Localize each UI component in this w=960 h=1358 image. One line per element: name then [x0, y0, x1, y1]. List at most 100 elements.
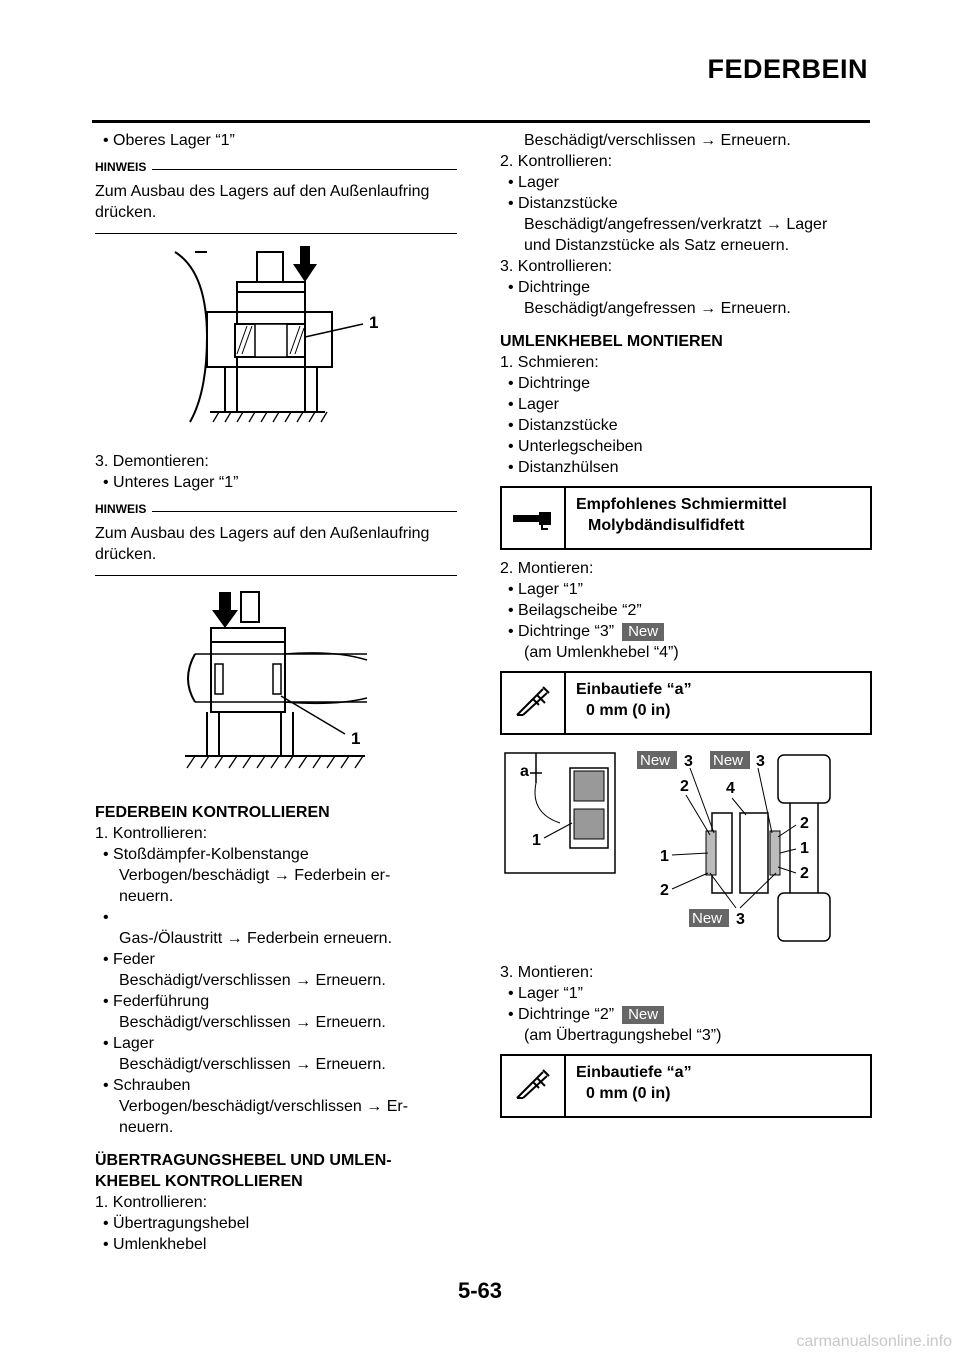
figure-callout: 3 [684, 753, 693, 770]
list-item: • Dichtringe [508, 279, 591, 296]
note-heading: HINWEIS [95, 157, 457, 178]
note-end-rule [95, 575, 457, 576]
right-column: Beschädigt/verschlissen → Erneuern. 2. K… [500, 130, 872, 1126]
new-part-badge: New [692, 910, 722, 927]
figure-callout: 1 [800, 840, 809, 857]
step-heading: 2. Kontrollieren: [500, 153, 613, 170]
header-rule [92, 120, 870, 123]
note-text: drücken. [95, 204, 157, 221]
note-rule [152, 511, 457, 512]
step-heading: 1. Kontrollieren: [95, 825, 208, 842]
bearing-removal-figure-1: 1 [95, 242, 457, 443]
figure-callout: 1 [351, 729, 360, 748]
list-item: • Federführung [103, 993, 210, 1010]
list-item: • Lager [508, 396, 559, 413]
list-item: • Unterlegscheiben [508, 438, 643, 455]
list-item-text: • Dichtringe “2” [508, 1006, 615, 1023]
new-part-badge: New [640, 752, 670, 769]
figure-label-a: a [520, 763, 529, 780]
depth-spec-box-2: Einbautiefe “a” 0 mm (0 in) [500, 1054, 872, 1118]
list-item: • Übertragungshebel [103, 1215, 250, 1232]
list-detail: Beschädigt/verschlissen → Erneuern. [524, 132, 791, 149]
figure-callout: 2 [680, 778, 689, 795]
note-label: HINWEIS [95, 502, 147, 516]
figure-callout: 1 [532, 832, 541, 849]
list-item: • Lager “1” [508, 581, 583, 598]
spec-value: 0 mm (0 in) [586, 1085, 671, 1102]
list-item: • Oberes Lager “1” [103, 132, 235, 149]
figure-callout: 1 [369, 313, 378, 332]
list-item-text: • Dichtringe “3” [508, 623, 615, 640]
note-rule [152, 169, 457, 170]
spec-value: 0 mm (0 in) [586, 702, 671, 719]
step-heading: 1. Schmieren: [500, 354, 599, 371]
page-number: 5-63 [457, 1278, 503, 1303]
grease-gun-icon [502, 488, 566, 548]
list-detail: Beschädigt/verschlissen → Erneuern. [119, 1014, 386, 1031]
step-heading: 3. Demontieren: [95, 453, 209, 470]
spec-title: Einbautiefe “a” [576, 1064, 692, 1081]
list-detail: neuern. [119, 888, 174, 905]
spec-title: Einbautiefe “a” [576, 681, 692, 698]
list-detail: Beschädigt/angefressen/verkratzt → Lager [524, 216, 828, 233]
list-item: • Dichtringe “3” New [500, 621, 872, 642]
caliper-icon [502, 673, 566, 733]
list-detail: Gas-/Ölaustritt → Federbein erneuern. [119, 930, 393, 947]
list-item: • Lager “1” [508, 985, 583, 1002]
left-column: • Oberes Lager “1” HINWEIS Zum Ausbau de… [95, 130, 457, 1255]
figure-callout: 2 [800, 865, 809, 882]
list-item: • Dichtringe [508, 375, 591, 392]
lubricant-spec-box: Empfohlenes Schmiermittel Molybdändisulf… [500, 486, 872, 550]
list-item: • Umlenkhebel [103, 1236, 207, 1253]
figure-callout: 3 [756, 753, 765, 770]
step-heading: 3. Kontrollieren: [500, 258, 613, 275]
list-item: • Beilagscheibe “2” [508, 602, 642, 619]
list-item: • Stoßdämpfer-Kolbenstange [103, 846, 309, 863]
list-item: • Dichtringe “2” New [500, 1004, 872, 1025]
note-heading: HINWEIS [95, 499, 457, 520]
list-item: • Distanzhülsen [508, 459, 619, 476]
note-text: Zum Ausbau des Lagers auf den Außenlaufr… [95, 525, 430, 542]
bearing-removal-figure-2: 1 [95, 584, 457, 790]
figure-callout: 2 [800, 815, 809, 832]
section-title: FEDERBEIN KONTROLLIEREN [95, 804, 330, 821]
list-detail: Verbogen/beschädigt → Federbein er- [119, 867, 391, 884]
list-detail: (am Umlenkhebel “4”) [524, 644, 679, 661]
caliper-icon [502, 1056, 566, 1116]
step-heading: 3. Montieren: [500, 964, 594, 981]
depth-spec-box-1: Einbautiefe “a” 0 mm (0 in) [500, 671, 872, 735]
page-header-title: FEDERBEIN [707, 54, 868, 84]
figure-callout: 4 [726, 780, 735, 797]
new-part-badge: New [622, 1005, 665, 1024]
spec-title: Empfohlenes Schmiermittel [576, 496, 787, 513]
list-detail: (am Übertragungshebel “3”) [524, 1027, 722, 1044]
list-detail: und Distanzstücke als Satz erneuern. [524, 237, 790, 254]
footer-watermark-url: carmanualsonline.info [796, 1333, 952, 1350]
list-detail: Verbogen/beschädigt/verschlissen → Er- [119, 1098, 409, 1115]
step-heading: 1. Kontrollieren: [95, 1194, 208, 1211]
new-part-badge: New [713, 752, 743, 769]
list-detail: Beschädigt/angefressen → Erneuern. [524, 300, 791, 317]
note-label: HINWEIS [95, 160, 147, 174]
linkage-assembly-figure: a 1 New 3 New 3 2 4 [500, 743, 872, 954]
step-heading: 2. Montieren: [500, 560, 594, 577]
note-text: Zum Ausbau des Lagers auf den Außenlaufr… [95, 183, 430, 200]
list-item: • Lager [103, 1035, 154, 1052]
note-end-rule [95, 233, 457, 234]
list-item: • Distanzstücke [508, 195, 618, 212]
section-title-cont: KHEBEL KONTROLLIEREN [95, 1173, 303, 1190]
list-item: • Unteres Lager “1” [103, 474, 239, 491]
list-item: • Schrauben [103, 1077, 191, 1094]
figure-callout: 1 [660, 848, 669, 865]
figure-callout: 3 [736, 911, 745, 928]
list-item: • Feder [103, 951, 155, 968]
new-part-badge: New [622, 622, 665, 641]
section-title: ÜBERTRAGUNGSHEBEL UND UMLEN- [95, 1152, 392, 1169]
note-text: drücken. [95, 546, 157, 563]
section-title: UMLENKHEBEL MONTIEREN [500, 333, 723, 350]
list-detail: Beschädigt/verschlissen → Erneuern. [119, 1056, 386, 1073]
list-item: • [103, 909, 109, 926]
list-item: • Distanzstücke [508, 417, 618, 434]
figure-callout: 2 [660, 882, 669, 899]
spec-value: Molybdändisulfidfett [588, 517, 745, 534]
